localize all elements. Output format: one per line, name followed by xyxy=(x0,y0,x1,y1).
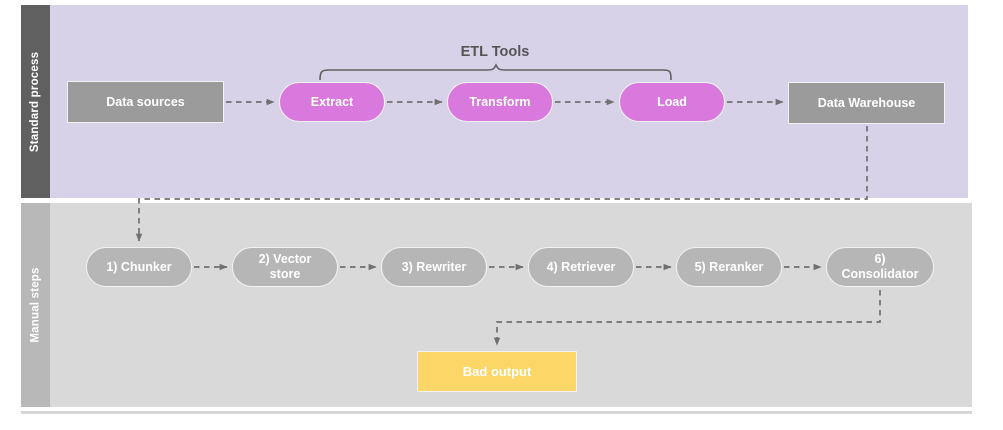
bottom-divider xyxy=(21,411,972,414)
lane-label-standard-process-text: Standard process xyxy=(29,51,42,152)
node-consolidator-label-line1: 6) xyxy=(874,252,886,267)
node-data-warehouse-label: Data Warehouse xyxy=(817,95,916,110)
node-data-sources[interactable]: Data sources xyxy=(67,81,224,123)
node-load-label: Load xyxy=(657,94,687,109)
node-reranker[interactable]: 5) Reranker xyxy=(676,247,782,287)
lane-label-manual-steps: Manual steps xyxy=(21,203,50,407)
node-rewriter[interactable]: 3) Rewriter xyxy=(381,247,487,287)
node-consolidator-label: 6) Consolidator xyxy=(841,252,918,282)
node-vector-store-label-line2: store xyxy=(269,267,301,281)
node-consolidator[interactable]: 6) Consolidator xyxy=(826,247,934,287)
node-vector-store-label: 2) Vector store xyxy=(259,252,312,282)
node-vector-store[interactable]: 2) Vector store xyxy=(232,247,338,287)
node-extract[interactable]: Extract xyxy=(279,82,385,122)
node-chunker[interactable]: 1) Chunker xyxy=(86,247,192,287)
node-reranker-label: 5) Reranker xyxy=(694,259,764,274)
node-data-sources-label: Data sources xyxy=(106,94,185,109)
node-bad-output[interactable]: Bad output xyxy=(417,351,577,392)
lane-label-manual-steps-text: Manual steps xyxy=(29,267,42,343)
node-vector-store-label-line1: 2) Vector xyxy=(258,252,312,267)
node-retriever-label: 4) Retriever xyxy=(546,259,616,274)
node-rewriter-label: 3) Rewriter xyxy=(401,259,467,274)
node-transform-label: Transform xyxy=(469,94,531,109)
node-bad-output-label: Bad output xyxy=(462,363,532,379)
lane-label-standard-process: Standard process xyxy=(21,5,50,198)
node-chunker-label: 1) Chunker xyxy=(106,259,172,274)
node-consolidator-label-line2: Consolidator xyxy=(841,267,919,281)
node-load[interactable]: Load xyxy=(619,82,725,122)
node-transform[interactable]: Transform xyxy=(447,82,553,122)
etl-tools-label: ETL Tools xyxy=(460,44,530,60)
node-retriever[interactable]: 4) Retriever xyxy=(528,247,634,287)
node-data-warehouse[interactable]: Data Warehouse xyxy=(788,82,945,124)
node-extract-label: Extract xyxy=(310,94,354,109)
